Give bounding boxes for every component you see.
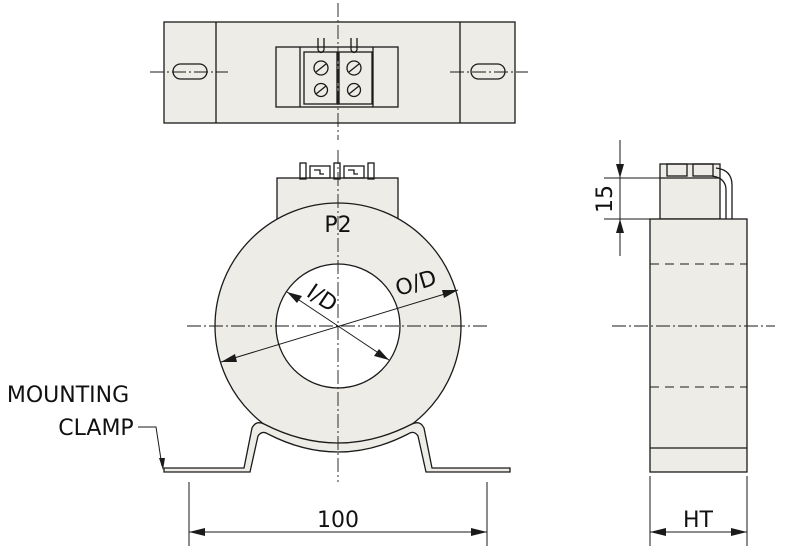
terminal-block (275, 46, 399, 108)
mounting-clamp-leader-arrow (159, 458, 165, 470)
height-arrow-right (731, 528, 747, 536)
height-dimension: HT (649, 476, 748, 546)
height-arrow-left (650, 528, 666, 536)
mounting-clamp-callout: MOUNTING CLAMP (7, 383, 165, 470)
terminal-screw-right-lower (346, 82, 362, 98)
left-mounting-slot (172, 63, 208, 80)
inner-diameter-arrow-end (374, 349, 389, 360)
right-mounting-slot (470, 63, 506, 80)
mounting-clamp-leader (138, 426, 163, 467)
outer-diameter-arrow-start (221, 354, 237, 362)
width-dimension: 100 (188, 482, 488, 546)
width-arrow-right (471, 528, 487, 536)
outer-diameter-arrow-end (442, 290, 458, 298)
terminal-screw-left-upper (313, 38, 329, 76)
front-view: P2 I/D O/D (163, 150, 511, 482)
terminal-height-arrow-bottom (616, 219, 624, 233)
side-body (649, 218, 748, 473)
height-dimension-value: HT (683, 508, 714, 533)
terminal-screw-left-lower (313, 82, 329, 98)
terminal-height-value: 15 (593, 185, 618, 213)
mounting-clamp-label-line1: MOUNTING (7, 383, 129, 408)
width-dimension-value: 100 (317, 508, 359, 533)
inner-diameter-arrow-start (287, 292, 302, 303)
mounting-clamp (163, 422, 511, 473)
terminal-height-dimension: 15 (593, 140, 660, 256)
width-arrow-left (189, 528, 205, 536)
side-terminal-housing (659, 163, 721, 220)
mounting-clamp-label-line2: CLAMP (58, 416, 133, 441)
terminal-screw-right-upper (346, 38, 362, 76)
side-view (612, 163, 775, 473)
outer-diameter-dimension-line (220, 289, 459, 363)
terminal-height-arrow-top (616, 164, 624, 178)
pole-marking-label: P2 (324, 213, 351, 238)
side-terminal-details (660, 163, 733, 219)
front-terminal-pins (299, 162, 375, 180)
top-view (150, 3, 528, 140)
